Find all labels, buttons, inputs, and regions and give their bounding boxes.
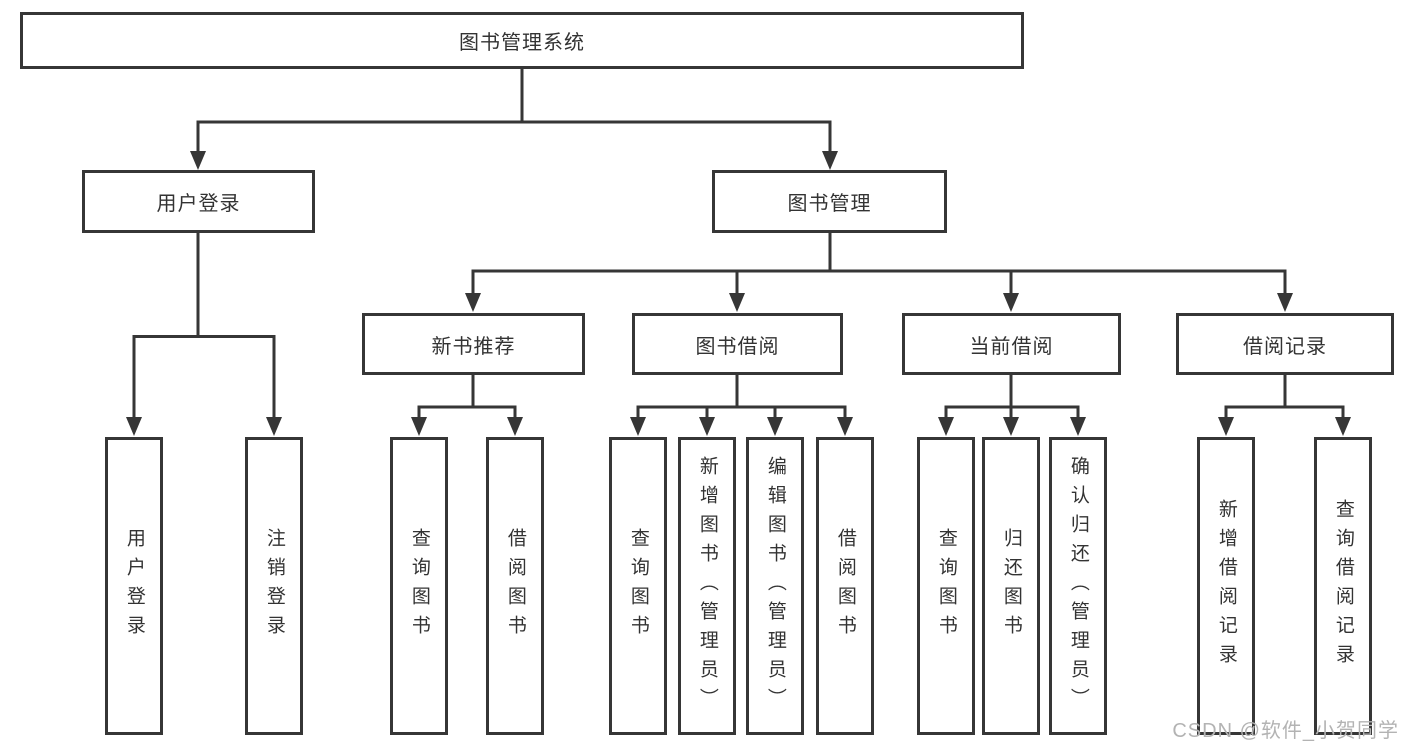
node-label: 注销登录: [263, 528, 285, 644]
node-label: 图书借阅: [695, 335, 780, 358]
node-book-borrowing: 图书借阅: [632, 313, 843, 375]
leaf-query-books-recommend: 查询图书: [390, 437, 448, 735]
node-library-management-system: 图书管理系统: [20, 12, 1024, 69]
node-borrowing-records: 借阅记录: [1176, 313, 1394, 375]
node-label: 新增借阅记录: [1215, 499, 1237, 673]
node-label: 编辑图书（管理员）: [764, 455, 786, 717]
node-user-login: 用户登录: [82, 170, 315, 233]
node-label: 借阅记录: [1243, 335, 1327, 358]
leaf-add-book-admin: 新增图书（管理员）: [678, 437, 736, 735]
node-label: 当前借阅: [969, 335, 1054, 358]
node-label: 新增图书（管理员）: [696, 455, 718, 717]
node-label: 查询图书: [408, 528, 430, 644]
leaf-borrow-books-recommend: 借阅图书: [486, 437, 544, 735]
node-label: 查询借阅记录: [1332, 499, 1354, 673]
connector-borrow-record-children: [1218, 375, 1351, 436]
leaf-query-books-current: 查询图书: [917, 437, 975, 735]
leaf-add-borrow-record: 新增借阅记录: [1197, 437, 1255, 735]
node-label: 归还图书: [1000, 528, 1022, 644]
leaf-user-login: 用户登录: [105, 437, 163, 735]
connector-current-borrow-children: [938, 375, 1086, 436]
node-label: 用户登录: [123, 528, 145, 644]
connector-new-book-children: [411, 375, 523, 436]
node-label: 新书推荐: [431, 335, 516, 358]
node-label: 用户登录: [156, 193, 241, 215]
leaf-query-books-borrow: 查询图书: [609, 437, 667, 735]
connector-root-to-level2: [190, 69, 838, 170]
node-label: 查询图书: [935, 528, 957, 644]
node-label: 确认归还（管理员）: [1067, 455, 1089, 717]
leaf-borrow-books: 借阅图书: [816, 437, 874, 735]
leaf-confirm-return-admin: 确认归还（管理员）: [1049, 437, 1107, 735]
node-new-book-recommendation: 新书推荐: [362, 313, 585, 375]
connector-book-management-to-sections: [465, 233, 1293, 312]
node-label: 借阅图书: [504, 528, 526, 644]
leaf-edit-book-admin: 编辑图书（管理员）: [746, 437, 804, 735]
connector-book-borrow-children: [630, 375, 853, 436]
node-book-management: 图书管理: [712, 170, 947, 233]
node-label: 借阅图书: [834, 528, 856, 644]
node-label: 查询图书: [627, 528, 649, 644]
connector-user-login-children: [126, 233, 282, 436]
node-label: 图书管理: [787, 193, 872, 215]
leaf-logout: 注销登录: [245, 437, 303, 735]
node-label: 图书管理系统: [459, 32, 585, 54]
leaf-query-borrow-record: 查询借阅记录: [1314, 437, 1372, 735]
node-current-borrowing: 当前借阅: [902, 313, 1121, 375]
leaf-return-book: 归还图书: [982, 437, 1040, 735]
csdn-watermark: CSDN @软件_小贺同学: [1172, 720, 1399, 742]
